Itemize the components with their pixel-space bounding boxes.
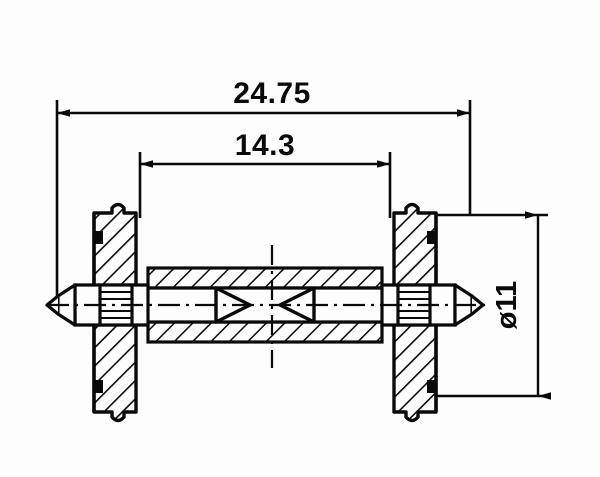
right-wheel-notch-top (427, 231, 435, 244)
axle-right-knurl-ribs (399, 291, 429, 319)
axle-upper-section (146, 266, 384, 290)
dimension-label-inner-length: 14.3 (235, 129, 295, 162)
right-wheel-notch-bottom (427, 380, 435, 393)
left-wheel-notch-top (95, 231, 103, 244)
centerlines (47, 245, 490, 368)
left-wheel-notch-bottom (95, 380, 103, 393)
axle-lower-section (146, 320, 384, 344)
dimension-label-wheel-diameter: ø11 (491, 281, 523, 329)
axle-left-knurl-ribs (101, 291, 131, 319)
dimension-lines (57, 109, 551, 400)
dimension-label-overall-length: 24.75 (233, 77, 311, 110)
